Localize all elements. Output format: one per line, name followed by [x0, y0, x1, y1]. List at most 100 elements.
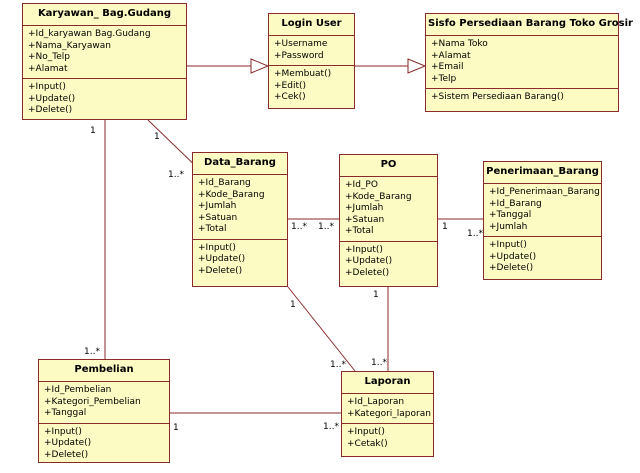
- attribute-item: +Jumlah: [489, 221, 528, 232]
- operation-item: +Cetak(): [347, 438, 388, 449]
- multiplicity-label: 1..*: [371, 358, 387, 368]
- attribute-item: +Jumlah: [345, 203, 384, 213]
- class-laporan[interactable]: Laporan +Id_Laporan +Kategori_laporan +I…: [341, 371, 434, 457]
- operation-item: +Input(): [198, 242, 236, 253]
- operation-item: +Update(): [198, 254, 246, 264]
- class-karyawan-attributes: +Id_karyawan Bag.Gudang +Nama_Karyawan +…: [23, 26, 186, 79]
- class-data-barang-title: Data_Barang: [193, 153, 287, 175]
- operation-item: +Membuat(): [274, 69, 332, 79]
- association-databarang-laporan: [287, 286, 356, 372]
- attribute-item: +Total: [345, 226, 374, 236]
- class-karyawan-title: Karyawan_ Bag.Gudang: [23, 4, 186, 26]
- class-pembelian-attributes: +Id_Pembelian +Kategori_Pembelian +Tangg…: [39, 382, 169, 424]
- generalization-karyawan-login-arrowhead: [250, 58, 270, 74]
- multiplicity-label: 1: [90, 126, 96, 136]
- multiplicity-label: 1..*: [168, 170, 184, 180]
- class-karyawan-operations: +Input() +Update() +Delete(): [23, 79, 186, 120]
- class-login-operations: +Membuat() +Edit() +Cek(): [269, 66, 354, 107]
- class-penerimaan-attributes: +Id_Penerimaan_Barang +Id_Barang +Tangga…: [484, 184, 601, 237]
- attribute-item: +Id_Barang: [489, 198, 542, 209]
- multiplicity-label: 1..*: [467, 229, 483, 239]
- class-sisfo-title: Sisfo Persediaan Barang Toko Grosir: [426, 14, 633, 36]
- class-login-attributes: +Username +Password: [269, 36, 354, 66]
- attribute-item: +Kategori_laporan: [347, 408, 431, 419]
- operation-item: +Delete(): [28, 105, 73, 115]
- operation-item: +Edit(): [274, 80, 306, 91]
- class-data-barang-operations: +Input() +Update() +Delete(): [193, 240, 287, 281]
- attribute-item: +Tanggal: [489, 210, 532, 220]
- class-sisfo-attributes: +Nama Toko +Alamat +Email +Telp: [426, 36, 618, 89]
- attribute-item: +Id_Pembelian: [44, 385, 112, 395]
- class-laporan-title: Laporan: [342, 372, 433, 394]
- class-data-barang[interactable]: Data_Barang +Id_Barang +Kode_Barang +Jum…: [192, 152, 288, 287]
- multiplicity-label: 1..*: [318, 222, 334, 232]
- class-po[interactable]: PO +Id_PO +Kode_Barang +Jumlah +Satuan +…: [339, 154, 438, 287]
- class-laporan-operations: +Input() +Cetak(): [342, 424, 433, 453]
- attribute-item: +Password: [274, 50, 324, 61]
- operation-item: +Input(): [28, 82, 66, 92]
- attribute-item: +Alamat: [431, 50, 471, 61]
- attribute-item: +Kategori_Pembelian: [44, 396, 141, 407]
- class-penerimaan-title: Penerimaan_Barang: [484, 162, 601, 184]
- class-po-attributes: +Id_PO +Kode_Barang +Jumlah +Satuan +Tot…: [340, 177, 437, 242]
- class-po-title: PO: [340, 155, 437, 177]
- attribute-item: +Alamat: [28, 63, 68, 74]
- attribute-item: +Jumlah: [198, 201, 237, 211]
- attribute-item: +Satuan: [345, 214, 385, 225]
- attribute-item: +Nama Toko: [431, 39, 488, 49]
- class-penerimaan-barang[interactable]: Penerimaan_Barang +Id_Penerimaan_Barang …: [483, 161, 602, 280]
- attribute-item: +Kode_Barang: [198, 189, 265, 200]
- multiplicity-label: 1: [173, 423, 179, 433]
- attribute-item: +Satuan: [198, 212, 238, 223]
- operation-item: +Input(): [345, 244, 383, 255]
- operation-item: +Sistem Persediaan Barang(): [431, 92, 564, 102]
- class-penerimaan-operations: +Input() +Update() +Delete(): [484, 237, 601, 278]
- class-laporan-attributes: +Id_Laporan +Kategori_laporan: [342, 394, 433, 424]
- operation-item: +Update(): [345, 256, 393, 266]
- multiplicity-label: 1..*: [291, 222, 307, 232]
- attribute-item: +Telp: [431, 73, 457, 84]
- class-data-barang-attributes: +Id_Barang +Kode_Barang +Jumlah +Satuan …: [193, 175, 287, 240]
- class-sisfo-persediaan[interactable]: Sisfo Persediaan Barang Toko Grosir +Nam…: [425, 13, 633, 112]
- class-pembelian-title: Pembelian: [39, 360, 169, 382]
- multiplicity-label: 1..*: [323, 422, 339, 432]
- operation-item: +Delete(): [44, 449, 89, 460]
- class-login-user[interactable]: Login User +Username +Password +Membuat(…: [268, 13, 355, 109]
- multiplicity-label: 1: [373, 290, 379, 300]
- operation-item: +Input(): [489, 240, 527, 250]
- attribute-item: +Total: [198, 224, 227, 234]
- operation-item: +Update(): [28, 93, 76, 104]
- attribute-item: +Username: [274, 39, 328, 49]
- operation-item: +Input(): [44, 426, 82, 437]
- multiplicity-label: 1..*: [330, 360, 346, 370]
- attribute-item: +No_Telp: [28, 52, 70, 62]
- attribute-item: +Id_karyawan Bag.Gudang: [28, 29, 151, 39]
- attribute-item: +Tanggal: [44, 408, 87, 418]
- class-login-title: Login User: [269, 14, 354, 36]
- multiplicity-label: 1: [290, 300, 296, 310]
- multiplicity-label: 1: [154, 132, 160, 142]
- operation-item: +Cek(): [274, 92, 306, 102]
- attribute-item: +Id_PO: [345, 180, 378, 190]
- operation-item: +Delete(): [345, 267, 390, 278]
- operation-item: +Delete(): [198, 265, 243, 276]
- class-po-operations: +Input() +Update() +Delete(): [340, 242, 437, 283]
- class-karyawan-bag-gudang[interactable]: Karyawan_ Bag.Gudang +Id_karyawan Bag.Gu…: [22, 3, 187, 120]
- operation-item: +Update(): [489, 251, 537, 262]
- attribute-item: +Id_Barang: [198, 178, 251, 188]
- class-pembelian-operations: +Input() +Update() +Delete(): [39, 424, 169, 465]
- attribute-item: +Kode_Barang: [345, 191, 412, 202]
- operation-item: +Update(): [44, 438, 92, 448]
- operation-item: +Input(): [347, 427, 385, 437]
- attribute-item: +Id_Penerimaan_Barang: [489, 187, 600, 197]
- class-pembelian[interactable]: Pembelian +Id_Pembelian +Kategori_Pembel…: [38, 359, 170, 463]
- attribute-item: +Id_Laporan: [347, 397, 405, 407]
- operation-item: +Delete(): [489, 263, 534, 273]
- multiplicity-label: 1: [442, 222, 448, 232]
- attribute-item: +Email: [431, 62, 464, 72]
- attribute-item: +Nama_Karyawan: [28, 40, 111, 51]
- generalization-login-sisfo-arrowhead: [407, 58, 427, 74]
- multiplicity-label: 1..*: [84, 347, 100, 357]
